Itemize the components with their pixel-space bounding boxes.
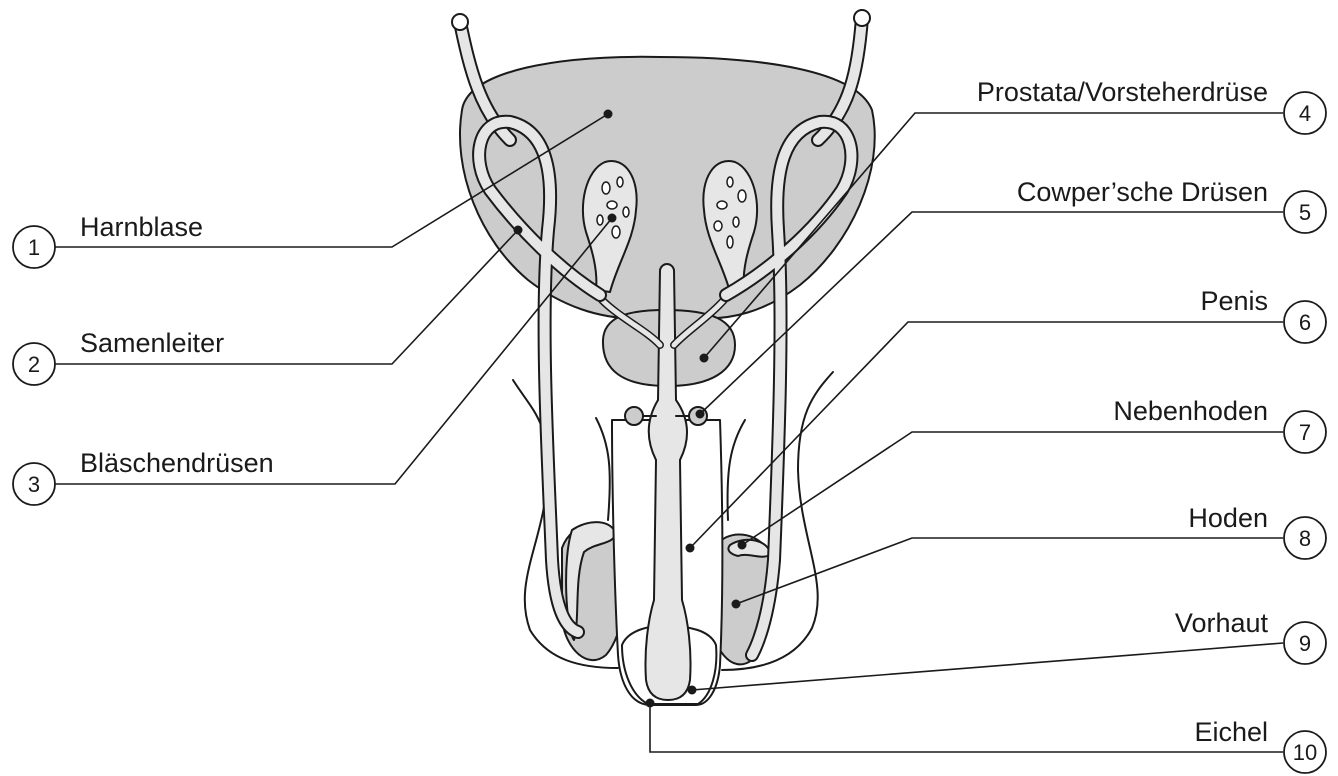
label-8: 8 Hoden [1188,503,1326,559]
label-5: 5 Cowper’sche Drüsen [1017,177,1326,233]
number-text-10: 10 [1293,740,1317,765]
skin-fold-left [596,418,610,520]
label-10: 10 Eichel [1194,717,1326,773]
pointer-dot-9 [688,686,697,695]
pointer-dot-8 [732,600,741,609]
number-text-9: 9 [1299,631,1311,656]
label-text-3: Bläschendrüsen [80,448,274,478]
label-text-6: Penis [1200,286,1268,316]
label-text-5: Cowper’sche Drüsen [1017,177,1268,207]
label-text-9: Vorhaut [1175,608,1269,638]
pointer-dot-10 [646,699,655,708]
label-4: 4 Prostata/Vorsteherdrüse [977,77,1326,134]
pointer-dot-1 [604,110,613,119]
label-9: 9 Vorhaut [1175,608,1326,664]
ureter-opening-right [854,10,870,26]
label-3: 3 Bläschendrüsen [13,448,274,505]
pointer-dot-3 [608,214,617,223]
label-1: 1 Harnblase [13,212,203,268]
pointer-dot-2 [514,226,523,235]
label-6: 6 Penis [1200,286,1326,343]
anatomy-illustration [452,10,875,705]
number-text-7: 7 [1299,420,1311,445]
number-text-8: 8 [1299,526,1311,551]
cowper-gland-left [625,407,643,425]
pointer-dot-6 [686,544,695,553]
number-text-6: 6 [1299,310,1311,335]
pointer-dot-5 [696,410,705,419]
label-text-10: Eichel [1194,717,1268,747]
number-text-2: 2 [28,352,40,377]
number-text-3: 3 [28,472,40,497]
label-text-7: Nebenhoden [1113,396,1268,426]
number-text-4: 4 [1299,101,1311,126]
label-text-4: Prostata/Vorsteherdrüse [977,77,1268,107]
number-text-1: 1 [28,235,40,260]
label-text-8: Hoden [1188,503,1268,533]
skin-fold-right [728,420,745,520]
label-7: 7 Nebenhoden [1113,396,1326,453]
label-text-1: Harnblase [80,212,203,242]
pointer-dot-4 [700,354,709,363]
ureter-opening-left [452,14,468,30]
epididymis-right [728,540,770,557]
label-2: 2 Samenleiter [13,328,224,385]
leader-line-9 [692,643,1283,690]
number-text-5: 5 [1299,200,1311,225]
label-text-2: Samenleiter [80,328,224,358]
pointer-dot-7 [738,541,747,550]
leader-line-10 [650,703,1283,752]
